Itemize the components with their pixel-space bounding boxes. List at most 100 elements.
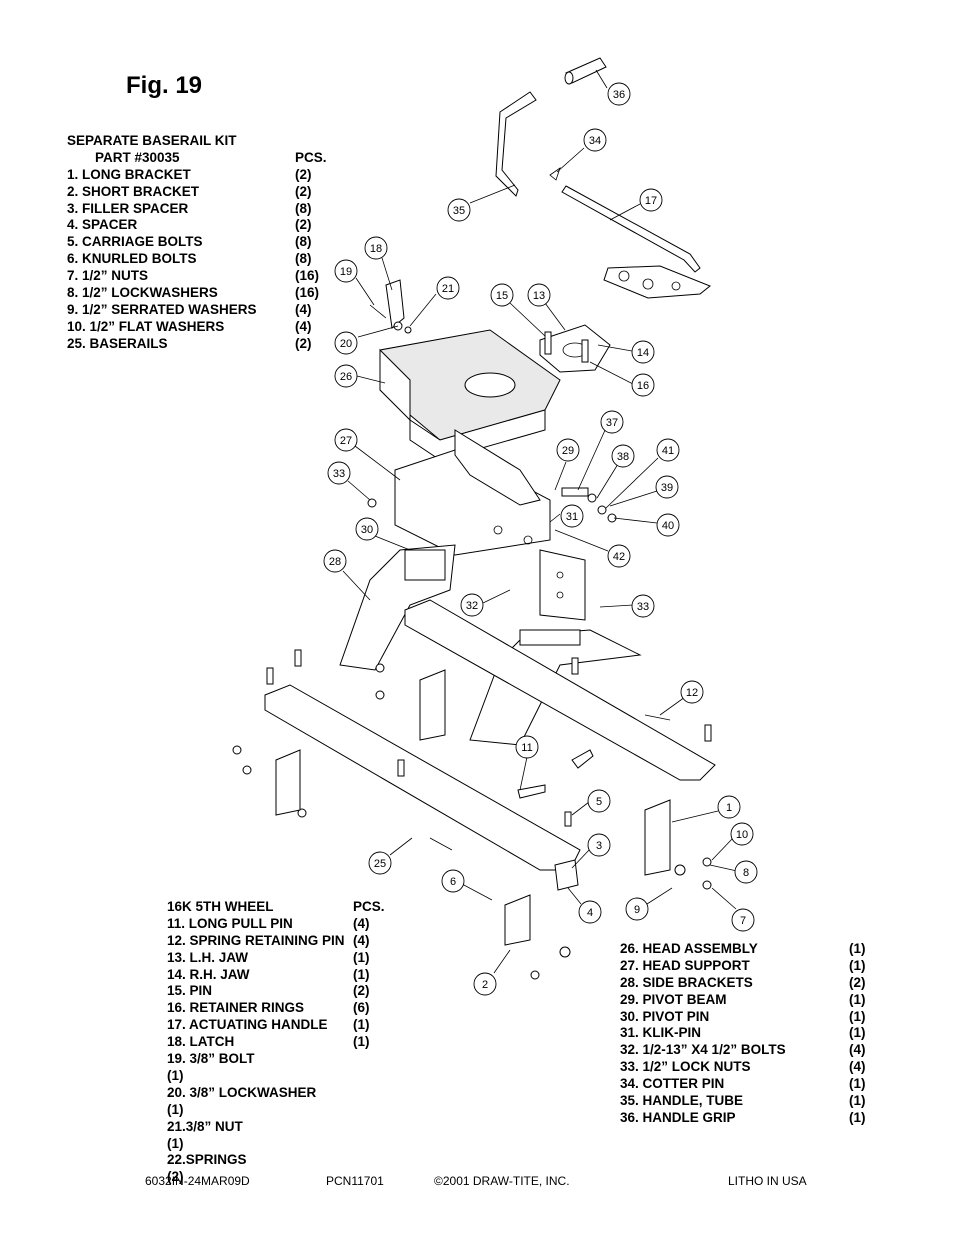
callout-number: 39 [661, 482, 673, 494]
callout-27: 27 [334, 428, 358, 452]
part-label: 21.3/8” NUT [167, 1118, 243, 1134]
parts-list-row: 16. RETAINER RINGS(6) [167, 1000, 427, 1017]
part-quantity: (1) [353, 1034, 370, 1050]
callout-number: 27 [340, 435, 352, 447]
part-quantity: (1) [353, 1017, 370, 1033]
figure-title: Fig. 19 [126, 72, 203, 99]
callout-8: 8 [734, 860, 758, 884]
callout-number: 1 [726, 802, 732, 814]
callout-31: 31 [560, 504, 584, 528]
callout-number: 21 [442, 283, 454, 295]
callout-number: 9 [634, 904, 640, 916]
callout-number: 36 [613, 89, 625, 101]
callout-10: 10 [730, 822, 754, 846]
callout-30: 30 [355, 517, 379, 541]
kit-pcs-header: PCS. [295, 149, 327, 165]
part-label: 5. CARRIAGE BOLTS [67, 234, 203, 250]
parts-list-row: 9. 1/2” SERRATED WASHERS(4) [67, 302, 367, 319]
part-label: 3. FILLER SPACER [67, 200, 189, 216]
wheel-pcs-header: PCS. [353, 899, 385, 914]
parts-list-row: 26. HEAD ASSEMBLY(1) [620, 941, 880, 958]
callout-14: 14 [631, 340, 655, 364]
callout-38: 38 [611, 444, 635, 468]
head-support-drawing [394, 429, 586, 621]
part-label: 25. BASERAILS [67, 335, 168, 351]
actuating-handle-drawing [561, 185, 711, 299]
callout-18: 18 [364, 236, 388, 260]
callout-number: 25 [374, 858, 386, 870]
callout-number: 40 [662, 520, 674, 532]
callout-32: 32 [460, 593, 484, 617]
footer-litho: LITHO IN USA [728, 1174, 807, 1188]
callout-number: 32 [466, 600, 478, 612]
part-label: 33. 1/2” LOCK NUTS [620, 1059, 751, 1075]
callout-number: 17 [645, 195, 657, 207]
part-quantity: (2) [295, 217, 312, 233]
part-label: 27. HEAD SUPPORT [620, 957, 750, 973]
part-label: 26. HEAD ASSEMBLY [620, 941, 758, 956]
callout-number: 26 [340, 371, 352, 383]
part-label: 6. KNURLED BOLTS [67, 251, 197, 267]
part-quantity: (16) [295, 268, 320, 284]
parts-list-row: 4. SPACER(2) [67, 217, 367, 234]
part-quantity: (1) [167, 1101, 184, 1117]
parts-list-row: 5. CARRIAGE BOLTS (8) [67, 234, 367, 251]
part-label: 13. L.H. JAW [167, 949, 249, 965]
head-assembly-drawing [379, 329, 561, 461]
part-quantity: (6) [353, 1000, 370, 1016]
parts-list-row: 7. 1/2” NUTS(16) [67, 268, 367, 285]
parts-list-row: 2. SHORT BRACKET(2) [67, 184, 367, 201]
callout-13: 13 [527, 283, 551, 307]
parts-list-row: 15. PIN(2) [167, 983, 427, 1000]
handle-grip-drawing [564, 57, 607, 85]
part-label: 18. LATCH [167, 1034, 235, 1050]
part-quantity: (2) [167, 1169, 184, 1185]
parts-list-row: 35. HANDLE, TUBE(1) [620, 1093, 880, 1110]
callout-number: 8 [743, 867, 749, 879]
callout-6: 6 [441, 869, 465, 893]
parts-list-row: 31. KLIK-PIN(1) [620, 1025, 880, 1042]
part-quantity: (2) [849, 974, 866, 990]
part-quantity: (1) [849, 1093, 866, 1109]
callout-number: 34 [589, 135, 601, 147]
part-label: 32. 1/2-13” X4 1/2” BOLTS [620, 1042, 786, 1058]
callout-34: 34 [583, 128, 607, 152]
parts-list-row: 36. HANDLE GRIP(1) [620, 1110, 880, 1127]
leader-lines [342, 69, 738, 974]
cotter-pin-drawing [549, 166, 561, 181]
callout-1: 1 [717, 795, 741, 819]
part-label: 9. 1/2” SERRATED WASHERS [67, 301, 257, 317]
callout-11: 11 [515, 735, 539, 759]
part-quantity: (1) [849, 1076, 866, 1092]
parts-list-row: 21.3/8” NUT(1) [167, 1119, 427, 1153]
callout-17: 17 [639, 188, 663, 212]
callout-number: 37 [606, 417, 618, 429]
callout-26: 26 [334, 364, 358, 388]
wheel-title-row: 16K 5TH WHEEL PCS. [167, 899, 427, 916]
part-quantity: (8) [295, 251, 312, 267]
parts-list-row: 25. BASERAILS(2) [67, 336, 367, 353]
callout-2: 2 [473, 972, 497, 996]
part-label: 36. HANDLE GRIP [620, 1109, 736, 1125]
part-quantity: (1) [353, 966, 370, 982]
callout-number: 5 [596, 796, 602, 808]
callout-number: 18 [370, 243, 382, 255]
callout-3: 3 [587, 833, 611, 857]
parts-list-row: 30. PIVOT PIN(1) [620, 1009, 880, 1026]
parts-list-row: 28. SIDE BRACKETS(2) [620, 975, 880, 992]
part-label: 20. 3/8” LOCKWASHER [167, 1084, 317, 1100]
callout-number: 10 [736, 829, 748, 841]
callout-35: 35 [447, 198, 471, 222]
part-quantity: (8) [295, 234, 312, 250]
parts-list-row: 14. R.H. JAW(1) [167, 967, 427, 984]
part-quantity: (1) [849, 991, 866, 1007]
callout-number: 6 [450, 876, 456, 888]
parts-list-row: 11. LONG PULL PIN(4) [167, 916, 427, 933]
callout-42: 42 [607, 544, 631, 568]
parts-list-row: 32. 1/2-13” X4 1/2” BOLTS(4) [620, 1042, 880, 1059]
mounting-brackets-drawing [275, 669, 712, 980]
parts-list-row: 29. PIVOT BEAM(1) [620, 992, 880, 1009]
parts-list-row: 18. LATCH (1) [167, 1034, 427, 1051]
